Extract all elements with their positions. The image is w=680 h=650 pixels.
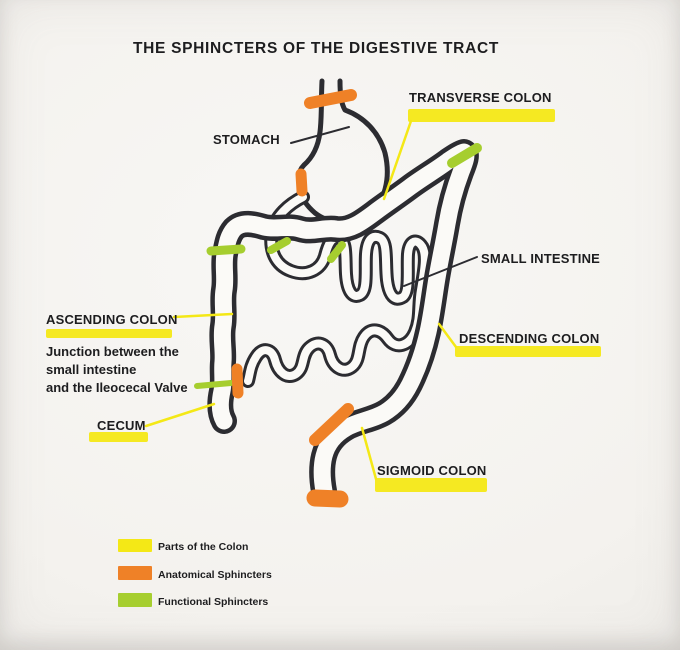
small-intestine-label: SMALL INTESTINE bbox=[481, 251, 600, 266]
legend-label-parts-of-colon: Parts of the Colon bbox=[158, 541, 248, 553]
anatomical-sphincter-marks bbox=[231, 89, 357, 508]
stomach-pointer-line bbox=[290, 126, 350, 144]
cecum-label: CECUM bbox=[97, 418, 146, 433]
ileocecal-sphincter-mark bbox=[231, 363, 244, 399]
legend-label-anatomical-sphincters: Anatomical Sphincters bbox=[158, 569, 272, 581]
junction-note-line1: Junction between the bbox=[46, 344, 179, 359]
functional-sphincter-marks bbox=[194, 143, 482, 389]
transverse-colon-label: TRANSVERSE COLON bbox=[409, 90, 552, 105]
junction-note: Junction between the small intestine and… bbox=[46, 344, 188, 395]
yellow-pointer-lines bbox=[144, 119, 458, 481]
upper-esophageal-sphincter-mark bbox=[304, 89, 357, 109]
stomach-greater-curvature-outline bbox=[299, 78, 390, 225]
legend: Parts of the Colon Anatomical Sphincters… bbox=[118, 539, 272, 608]
pyloric-sphincter-mark bbox=[295, 168, 308, 197]
descending-colon-pointer-line bbox=[437, 322, 458, 349]
anal-sphincter-mark bbox=[306, 489, 349, 508]
cecum-highlight-bar bbox=[89, 432, 148, 442]
cecum-pointer-line bbox=[144, 402, 216, 428]
colon-tube-inner bbox=[211, 143, 475, 500]
sigmoid-colon-label: SIGMOID COLON bbox=[377, 463, 487, 478]
junction-note-line2: small intestine bbox=[46, 362, 136, 377]
legend-swatch-anatomical-sphincters bbox=[118, 566, 152, 580]
tract-drawing bbox=[207, 78, 479, 504]
sigmoid-colon-highlight-bar bbox=[375, 478, 487, 492]
descending-colon-label: DESCENDING COLON bbox=[459, 331, 599, 346]
legend-swatch-parts-of-colon bbox=[118, 539, 152, 552]
black-pointer-lines bbox=[290, 126, 478, 287]
descending-colon-highlight-bar bbox=[455, 346, 601, 357]
legend-swatch-functional-sphincters bbox=[118, 593, 152, 607]
duodenojejunal-sphincter-mark bbox=[327, 241, 346, 263]
page-title: THE SPHINCTERS OF THE DIGESTIVE TRACT bbox=[133, 40, 499, 57]
ileocecal-valve-pointer-line bbox=[194, 380, 234, 389]
sigmoid-colon-pointer-line bbox=[360, 426, 378, 481]
ascending-colon-pointer-line bbox=[172, 312, 234, 319]
ascending-colon-label: ASCENDING COLON bbox=[46, 312, 178, 327]
ascending-colon-highlight-bar bbox=[46, 329, 172, 338]
splenic-flexure-sphincter-mark bbox=[447, 143, 482, 168]
rectosigmoid-sphincter-mark bbox=[309, 403, 354, 446]
legend-label-functional-sphincters: Functional Sphincters bbox=[158, 596, 268, 608]
transverse-colon-pointer-line bbox=[382, 119, 413, 201]
stomach-label: STOMACH bbox=[213, 132, 280, 147]
junction-note-line3: and the Ileocecal Valve bbox=[46, 380, 188, 395]
small-intestine-pointer-line bbox=[403, 256, 478, 287]
transverse-colon-highlight-bar bbox=[408, 109, 555, 122]
hepatic-flexure-sphincter-mark bbox=[206, 244, 246, 256]
duodenal-sphincter-mark bbox=[267, 237, 291, 254]
colon-highlight-bars bbox=[46, 109, 601, 492]
